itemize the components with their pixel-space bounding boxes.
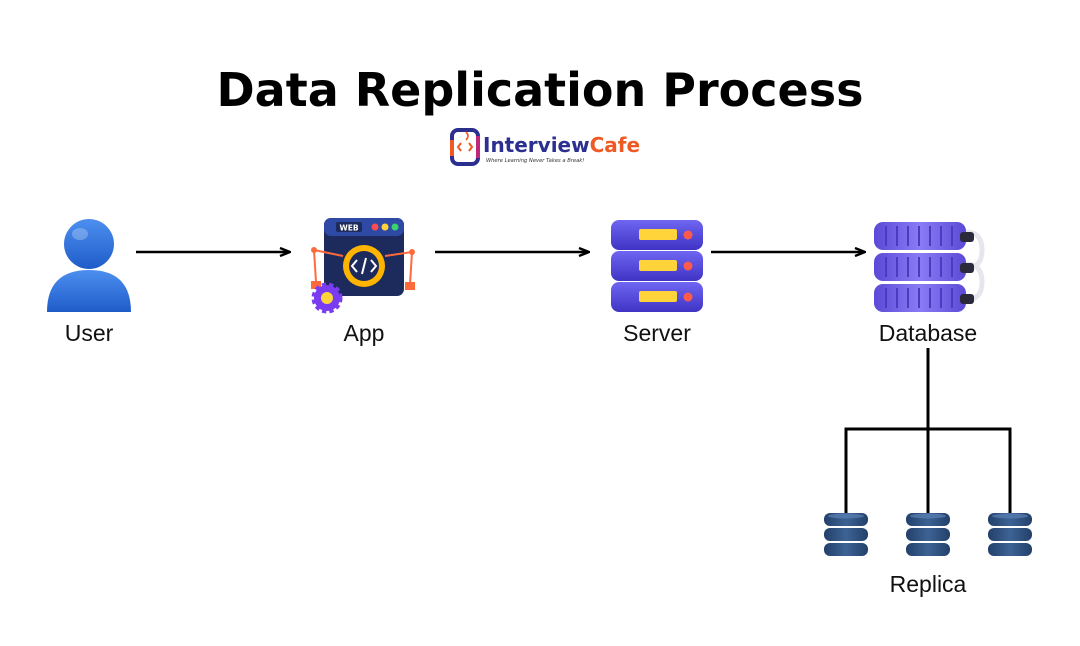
replica-database-icon [988, 513, 1032, 556]
page-title: Data Replication Process [216, 63, 863, 117]
web-app-icon: WEB [311, 218, 415, 314]
app-node: WEB App [311, 218, 415, 346]
interviewcafe-logo: InterviewCafe Where Learning Never Takes… [450, 128, 640, 166]
replica-database-icon [906, 513, 950, 556]
gear-icon [311, 282, 343, 314]
web-badge: WEB [339, 224, 358, 233]
logo-name-interview: Interview [483, 133, 590, 157]
server-icon [611, 220, 703, 312]
server-label: Server [623, 320, 691, 346]
user-label: User [65, 320, 114, 346]
database-icon [874, 222, 985, 312]
logo-tagline: Where Learning Never Takes a Break! [486, 158, 584, 164]
logo-name-cafe: Cafe [590, 133, 640, 157]
database-node: Database [874, 222, 985, 346]
replica-database-icon [824, 513, 868, 556]
user-icon [47, 219, 131, 312]
app-label: App [344, 320, 385, 346]
replica-group: Replica [824, 513, 1032, 597]
svg-text:InterviewCafe: InterviewCafe [483, 133, 640, 157]
replica-label: Replica [890, 571, 967, 597]
user-node: User [47, 219, 131, 346]
server-node: Server [611, 220, 703, 346]
database-label: Database [879, 320, 977, 346]
logo-mark-icon [450, 128, 480, 166]
replication-tree [844, 348, 1012, 513]
